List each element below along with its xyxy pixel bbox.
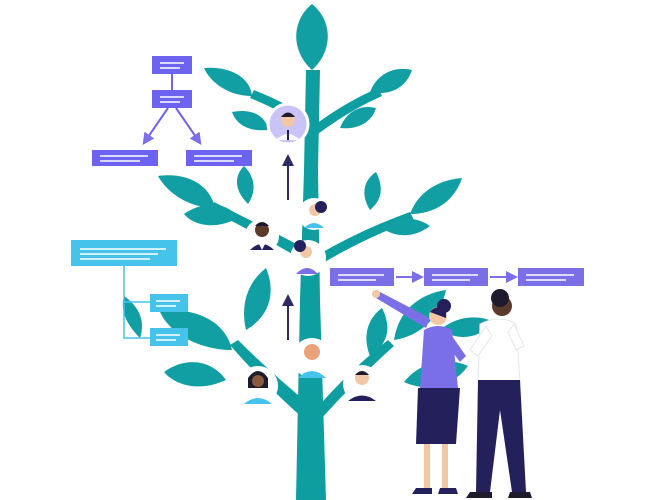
avatar-top [266, 102, 310, 146]
hierarchy-box-child-1 [150, 294, 188, 312]
flow-box-3 [518, 268, 584, 286]
leaf-low-left-3 [164, 362, 226, 387]
leaf-low-left-1 [160, 310, 232, 350]
leaf-mid-left-2 [184, 204, 238, 226]
flow-box-1 [330, 268, 394, 286]
avatars [238, 102, 381, 406]
leaf-top-left-2 [232, 110, 268, 131]
avatar-mid-woman-2 [290, 240, 326, 276]
avatar-low-center [292, 338, 332, 378]
hierarchy-box-child-2 [150, 328, 188, 346]
leaf-top-right-2 [340, 106, 376, 129]
org-box-bottom-left [92, 150, 158, 166]
branch-top-right [316, 88, 382, 134]
avatar-low-left [238, 366, 278, 406]
process-flow-icon [330, 268, 584, 286]
leaf-mid-right-2 [382, 218, 430, 236]
leaf-mid-right-1 [410, 178, 462, 214]
tree-trunk [296, 70, 326, 500]
leaf-mid-right-3 [364, 172, 381, 210]
leaf-top-left [204, 67, 252, 96]
leaf-mid-left-1 [158, 175, 215, 208]
flow-box-2 [424, 268, 488, 286]
leaf-mid-left-3 [236, 166, 254, 204]
leaf-low-left-4 [122, 296, 143, 338]
org-box-middle [152, 90, 192, 108]
person-woman [372, 290, 466, 494]
leaf-low-left-2 [244, 268, 271, 330]
org-box-top [152, 56, 192, 74]
org-chart-icon [92, 56, 252, 166]
avatar-low-right [343, 365, 381, 403]
leaf-top-right [370, 68, 412, 94]
leaf-top [296, 4, 328, 70]
org-box-bottom-right [186, 150, 252, 166]
avatar-mid-man [245, 219, 279, 253]
hierarchy-icon [71, 240, 188, 346]
leaf-low-right-3 [366, 308, 388, 356]
avatar-mid-woman [298, 198, 330, 230]
person-man [466, 289, 532, 498]
hierarchy-box-main [71, 240, 177, 266]
